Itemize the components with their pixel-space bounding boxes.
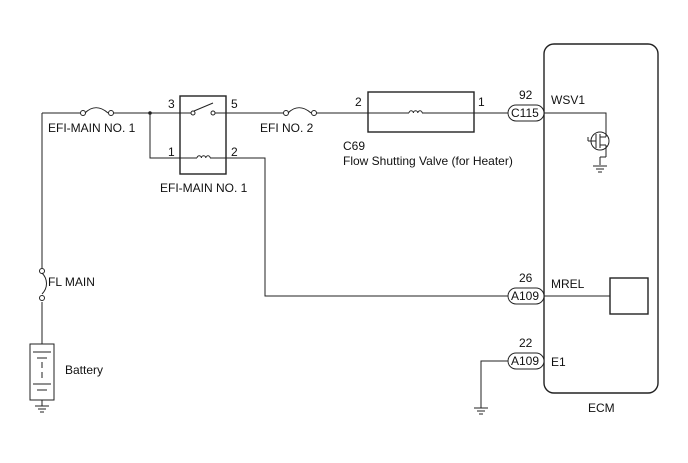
relay-pin3: 3: [168, 97, 175, 111]
e1-label: E1: [551, 355, 566, 369]
relay-label: EFI-MAIN NO. 1: [160, 181, 248, 195]
pin-22: 22: [519, 336, 533, 350]
wire-ecm-internal: [544, 112, 607, 128]
battery-icon: [29, 343, 55, 406]
relay-box: [179, 95, 227, 175]
a109-e1-label: A109: [511, 354, 539, 368]
relay-switch-icon: [180, 102, 226, 116]
fl-main-fuse-icon: [39, 268, 47, 301]
valve-name: Flow Shutting Valve (for Heater): [343, 154, 513, 168]
relay-pin2: 2: [231, 145, 238, 159]
wsv1-label: WSV1: [551, 93, 585, 107]
relay-pin1: 1: [168, 145, 175, 159]
valve-pin1: 1: [478, 95, 485, 109]
a109-mrel-label: A109: [511, 289, 539, 303]
ecm-box: [543, 43, 659, 394]
ground-icon: [35, 405, 49, 413]
ecm-label: ECM: [588, 401, 615, 415]
battery-label: Battery: [65, 363, 103, 377]
e1-ground-icon: [474, 407, 488, 415]
ecm-ground-icon: [593, 165, 607, 173]
relay-pin5: 5: [231, 97, 238, 111]
pin-26: 26: [519, 271, 533, 285]
valve-box: [367, 91, 475, 133]
valve-pin2: 2: [355, 95, 362, 109]
efi-main-fuse-label: EFI-MAIN NO. 1: [48, 121, 136, 135]
valve-coil-icon: [368, 110, 474, 114]
mrel-block: [609, 277, 649, 315]
valve-code: C69: [343, 139, 365, 153]
wire-to-relay-pin1: [149, 113, 180, 159]
wire-e1-ground: [480, 360, 508, 408]
wire-relay-to-mrel: [226, 157, 508, 297]
pin-92: 92: [519, 88, 533, 102]
efi-main-fuse-icon: [80, 107, 114, 116]
efi-no2-fuse-icon: [283, 107, 317, 116]
transistor-icon: [587, 128, 610, 165]
c115-label: C115: [511, 106, 539, 120]
relay-coil-icon: [180, 155, 226, 159]
mrel-label: MREL: [551, 277, 585, 291]
efi-no2-label: EFI NO. 2: [260, 121, 314, 135]
fl-main-label: FL MAIN: [48, 275, 95, 289]
